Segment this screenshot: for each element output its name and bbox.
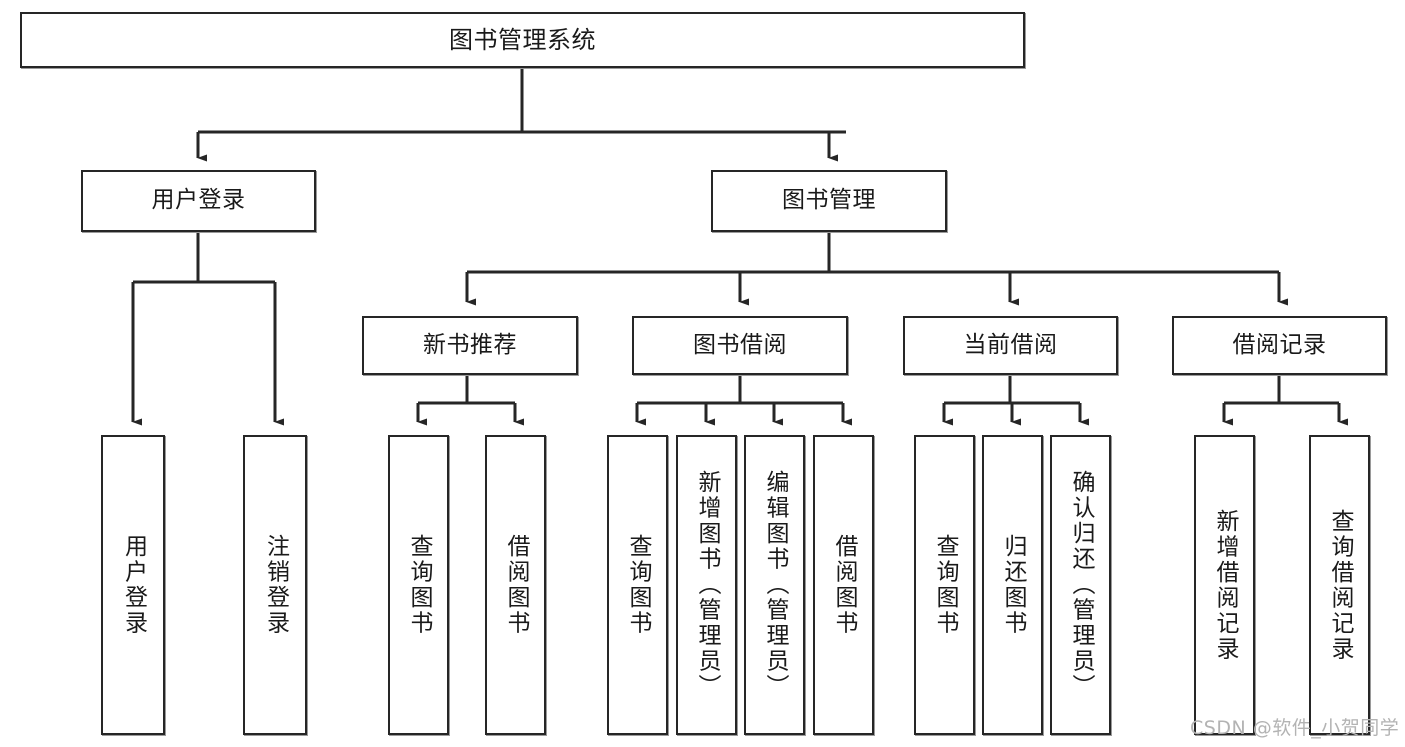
node-label: 新书推荐: [423, 331, 517, 358]
node-book-management[interactable]: 图书管理: [711, 170, 947, 232]
csdn-watermark: CSDN @软件_小贺同学: [1190, 717, 1400, 739]
node-book-management-system[interactable]: 图书管理系统: [20, 12, 1025, 68]
node-leaf-query-book-recommend[interactable]: 查询图书: [388, 435, 449, 735]
node-book-borrow[interactable]: 图书借阅: [632, 316, 848, 375]
node-label: 借阅图书: [503, 534, 529, 636]
node-label: 查询图书: [406, 534, 432, 636]
node-leaf-add-borrow-record[interactable]: 新增借阅记录: [1194, 435, 1255, 735]
node-borrow-record[interactable]: 借阅记录: [1172, 316, 1387, 375]
node-label: 查询图书: [932, 534, 958, 636]
node-leaf-user-login[interactable]: 用户登录: [101, 435, 165, 735]
node-label: 注销登录: [262, 534, 289, 636]
node-new-book-recommend[interactable]: 新书推荐: [362, 316, 578, 375]
node-label: 图书借阅: [693, 331, 787, 358]
node-label: 用户登录: [120, 534, 147, 636]
node-leaf-query-borrow-record[interactable]: 查询借阅记录: [1309, 435, 1370, 735]
node-leaf-borrow-book-borrow[interactable]: 借阅图书: [813, 435, 874, 735]
node-label: 查询图书: [625, 534, 651, 636]
node-label: 图书管理: [782, 187, 876, 214]
node-label: 查询借阅记录: [1327, 508, 1353, 662]
node-label: 用户登录: [151, 187, 246, 214]
node-user-login[interactable]: 用户登录: [81, 170, 316, 232]
node-current-borrow[interactable]: 当前借阅: [903, 316, 1118, 375]
node-label: 编辑图书（管理员）: [762, 470, 788, 700]
node-label: 新增借阅记录: [1212, 508, 1238, 662]
node-label: 借阅图书: [831, 534, 857, 636]
node-leaf-query-book-borrow[interactable]: 查询图书: [607, 435, 668, 735]
node-label: 图书管理系统: [449, 25, 596, 54]
node-label: 当前借阅: [963, 331, 1058, 358]
node-label: 借阅记录: [1232, 331, 1327, 358]
node-leaf-add-book-admin[interactable]: 新增图书（管理员）: [676, 435, 737, 735]
node-leaf-borrow-book-recommend[interactable]: 借阅图书: [485, 435, 546, 735]
node-leaf-query-book-current[interactable]: 查询图书: [914, 435, 975, 735]
node-label: 新增图书（管理员）: [694, 470, 720, 700]
node-leaf-logout-login[interactable]: 注销登录: [243, 435, 307, 735]
node-label: 确认归还（管理员）: [1068, 470, 1094, 700]
node-leaf-return-book[interactable]: 归还图书: [982, 435, 1043, 735]
node-label: 归还图书: [1000, 534, 1026, 636]
node-leaf-edit-book-admin[interactable]: 编辑图书（管理员）: [744, 435, 805, 735]
node-leaf-confirm-return-admin[interactable]: 确认归还（管理员）: [1050, 435, 1111, 735]
